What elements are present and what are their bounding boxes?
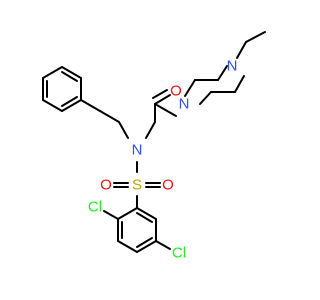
- dichlorophenyl-ring: [117, 207, 157, 253]
- sulfur-label: S: [132, 177, 142, 194]
- c-cl-bonds: [103, 210, 171, 250]
- piperazine-amide-nitrogen-label: N: [179, 96, 190, 113]
- phenethyl-chain: [80, 99, 129, 139]
- molecule-canvas: O N N N S O O Cl Cl: [42, 31, 266, 262]
- sulfonyl-oxygen-left-label: O: [100, 177, 112, 194]
- ethyl-group: [236, 31, 266, 59]
- sulfonyl-oxygen-right-label: O: [162, 177, 174, 194]
- carbonyl-oxygen-label: O: [170, 83, 182, 100]
- sulfonyl-double-bonds: [113, 182, 161, 188]
- acetamide-linker: [145, 89, 177, 139]
- phenyl-ring: [42, 66, 82, 112]
- piperazine-ring: [184, 65, 245, 105]
- chlorine-meta-label: Cl: [172, 245, 186, 262]
- molecule-structure: O N N N S O O Cl Cl: [42, 31, 266, 262]
- sulfonamide-nitrogen-label: N: [132, 142, 143, 159]
- piperazine-ethyl-nitrogen-label: N: [227, 58, 238, 75]
- chlorine-ortho-label: Cl: [88, 199, 102, 216]
